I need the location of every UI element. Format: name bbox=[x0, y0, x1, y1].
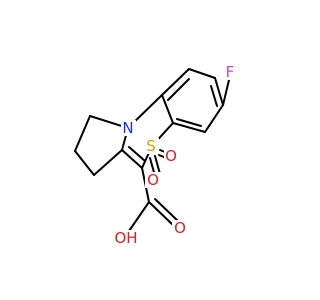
sulfone-oxygen-bottom: O bbox=[147, 171, 159, 189]
bond-ring-right-upper-inner bbox=[210, 85, 218, 107]
bond-ch2-ch2 bbox=[74, 115, 91, 152]
bond-c-c-double-inner bbox=[128, 146, 146, 162]
nitrogen-atom: N bbox=[122, 119, 133, 137]
bond-ring-left bbox=[161, 94, 174, 124]
molecule-structure: F N S O O O OH bbox=[74, 63, 237, 247]
bond-ring-right-lower bbox=[204, 104, 224, 133]
sulfur-atom: S bbox=[146, 137, 156, 155]
bond-c-o-double-b bbox=[154, 198, 180, 223]
bond-c-c-double bbox=[121, 149, 143, 169]
bond-ring-top-inner bbox=[167, 78, 190, 101]
atom-labels: F N S O O O OH bbox=[114, 63, 237, 247]
bond-ring-bottom-inner bbox=[176, 118, 202, 127]
bond-ring-bottom bbox=[172, 122, 206, 133]
fluorine-atom: F bbox=[226, 63, 235, 81]
bond-s-o-1b bbox=[154, 155, 161, 175]
hydroxyl-group: OH bbox=[114, 229, 137, 247]
bond-ring-top bbox=[161, 68, 190, 96]
carbonyl-oxygen: O bbox=[174, 219, 186, 237]
bond-c-o-double bbox=[148, 201, 175, 227]
bond-c-oh bbox=[128, 201, 150, 232]
bond-c-f bbox=[222, 79, 230, 106]
sulfone-oxygen-right: O bbox=[165, 147, 177, 165]
bond-ch2-ch2-b bbox=[74, 150, 95, 176]
bond-ch2-c bbox=[93, 149, 123, 176]
bond-ring-right-upper bbox=[214, 77, 224, 106]
bond-ring-top-right bbox=[188, 68, 216, 79]
